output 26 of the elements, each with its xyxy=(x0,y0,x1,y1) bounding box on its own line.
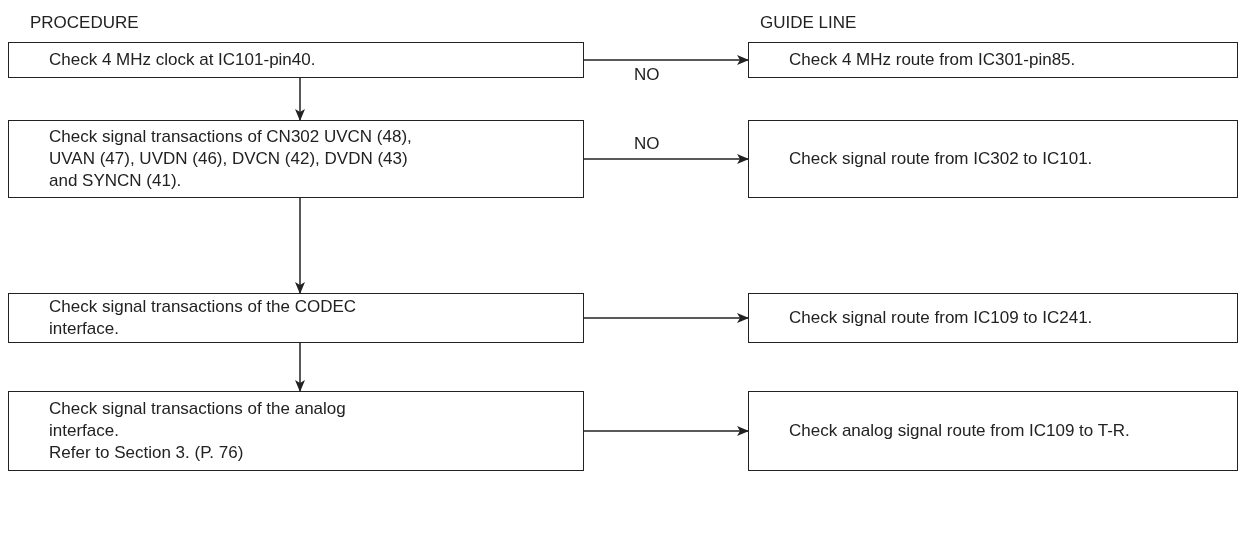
arrow xyxy=(583,426,749,436)
step-text: Check signal transactions of CN302 UVCN (48), UVAN (47), UVDN (46), DVCN (42), DVDN (43) and SYNCN (41). xyxy=(49,126,413,192)
process-box xyxy=(748,293,1238,343)
process-box xyxy=(8,293,584,343)
process-box xyxy=(8,42,584,78)
process-box xyxy=(748,391,1238,471)
step-text: Check 4 MHz clock at IC101-pin40. xyxy=(49,49,317,71)
arrow xyxy=(295,342,305,392)
step-text: Check 4 MHz route from IC301-pin85. xyxy=(789,49,1077,71)
process-box xyxy=(8,391,584,471)
arrow xyxy=(583,154,749,164)
process-box xyxy=(748,42,1238,78)
step-text: Check signal route from IC302 to IC101. xyxy=(789,148,1094,170)
step-text: Check signal route from IC109 to IC241. xyxy=(789,307,1094,329)
process-box xyxy=(748,120,1238,198)
arrow xyxy=(295,197,305,294)
arrow xyxy=(583,55,749,65)
arrow xyxy=(583,313,749,323)
step-text: Check signal transactions of the CODEC interface. xyxy=(49,296,358,340)
step-text: Check signal transactions of the analog interface. xyxy=(49,398,347,442)
step-text: Refer to Section 3. (P. 76) xyxy=(49,442,245,464)
process-box xyxy=(8,120,584,198)
column-heading: GUIDE LINE xyxy=(760,14,857,31)
step-text: Check analog signal route from IC109 to T-R. xyxy=(789,420,1131,442)
column-heading: PROCEDURE xyxy=(30,14,139,31)
arrow xyxy=(295,77,305,121)
